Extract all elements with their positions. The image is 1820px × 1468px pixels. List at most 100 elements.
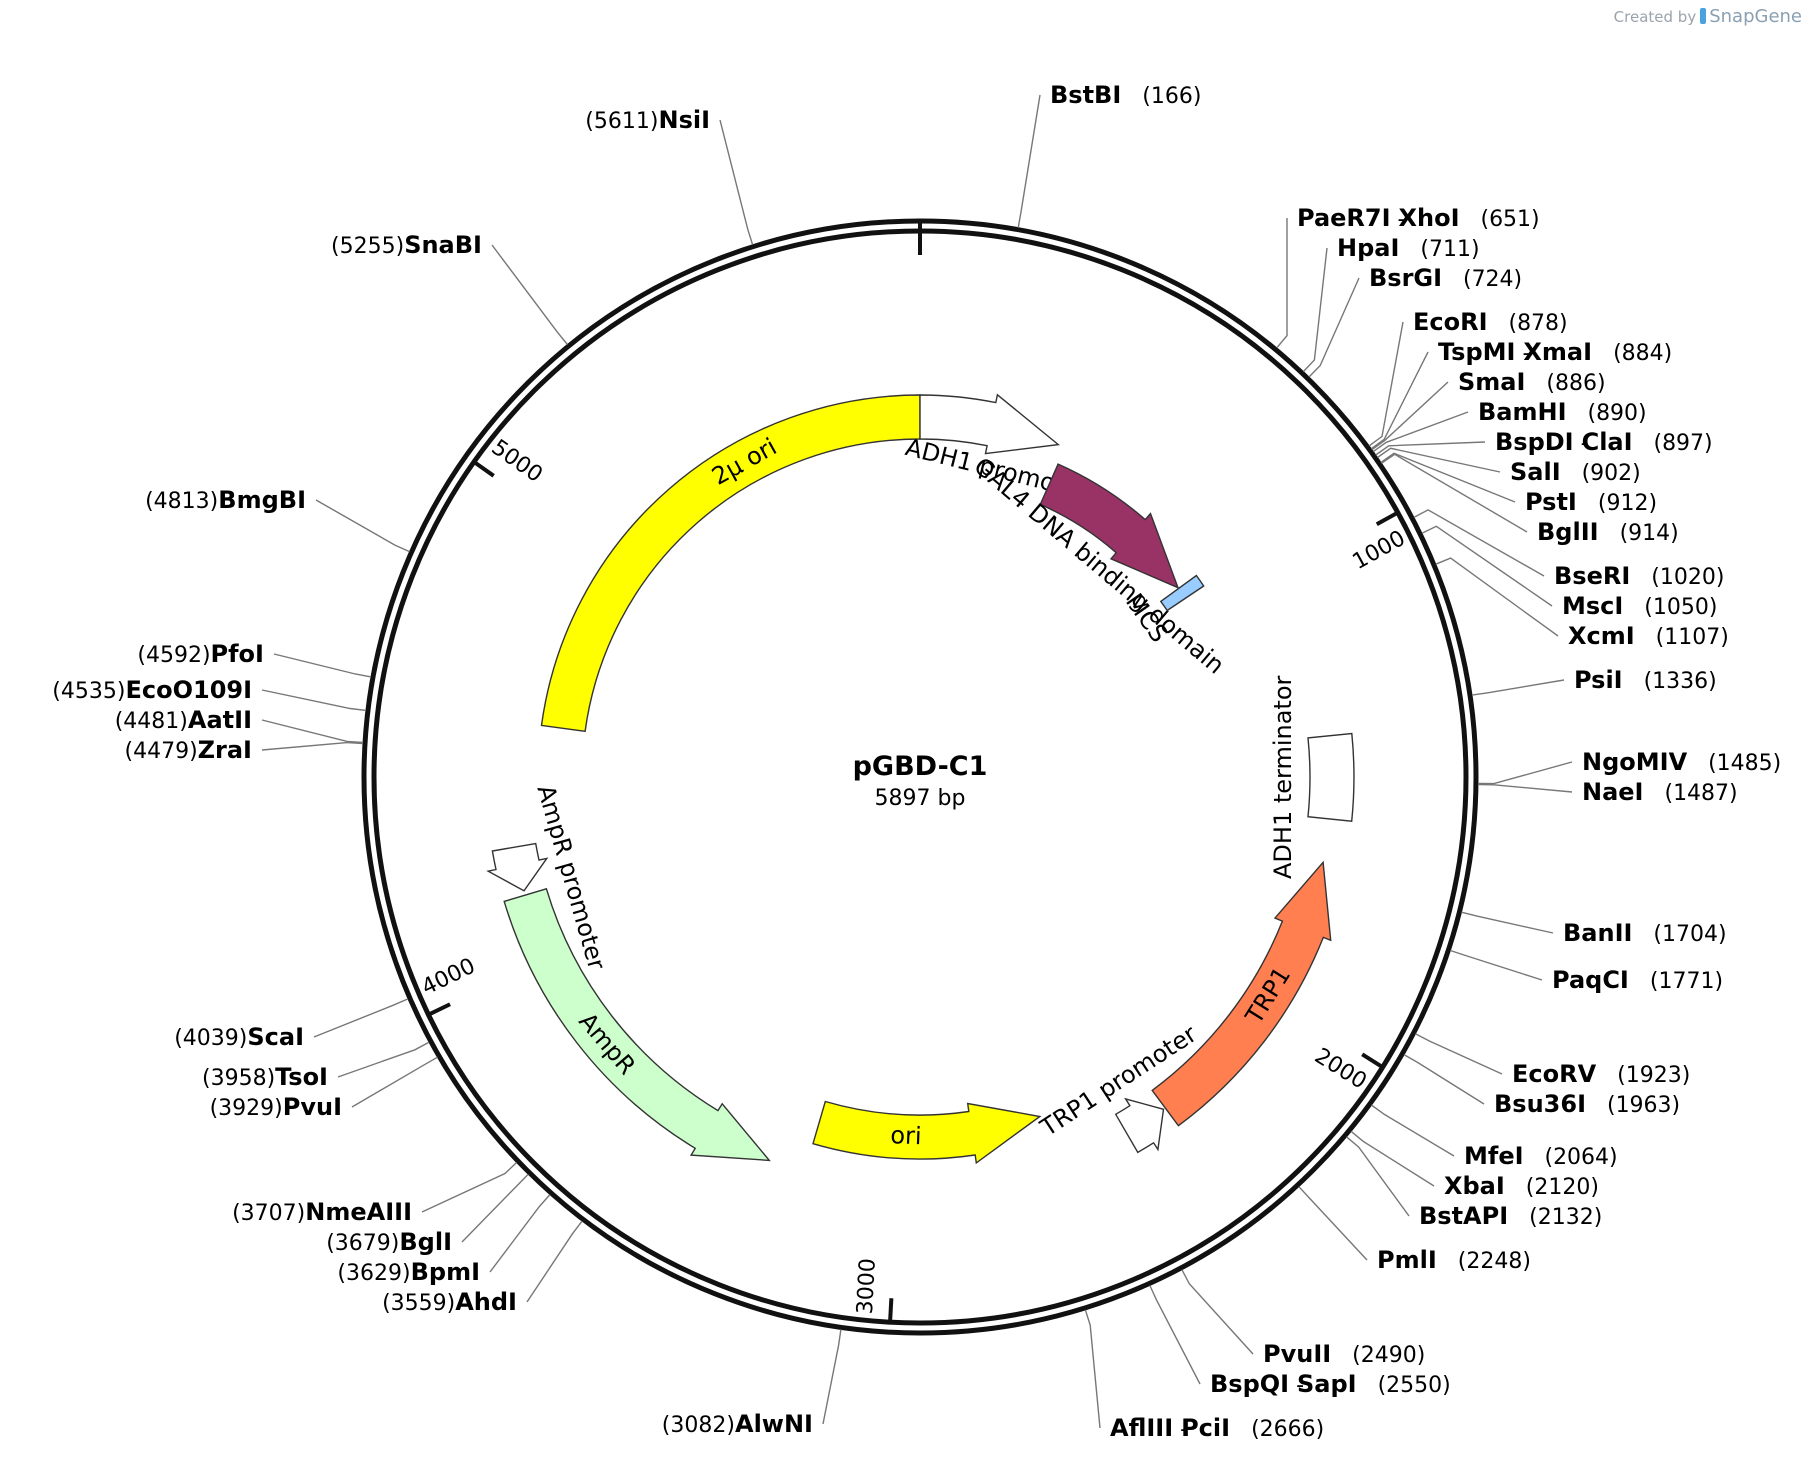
site-pmli[interactable]: PmlI (2248) [1298,1186,1531,1274]
site-ecori[interactable]: EcoRI (878) [1368,308,1568,447]
site-leader-line [1421,525,1553,607]
site-enzyme-name: HpaI [1337,234,1399,262]
site-bsrgi[interactable]: BsrGI (724) [1308,264,1522,378]
site-enzyme-name-2: XhoI [1399,204,1460,232]
site-zrai[interactable]: (4479) ZraI [125,736,364,764]
site-psii[interactable]: PsiI (1336) [1471,666,1717,696]
site-enzyme-name: BpmI [411,1258,480,1286]
site-leader-line [489,1194,551,1273]
site-position: (4481) [115,709,209,734]
site-bstapi[interactable]: BstAPI (2132) [1346,1136,1603,1230]
site-enzyme-name: EcoO109I [126,676,253,704]
site-enzyme-name: EcoRI [1413,308,1488,336]
site-position: (4535) [52,679,146,704]
site-leader-line [1477,783,1573,793]
site-separator: - [1173,1417,1195,1442]
site-position: (2248) [1437,1249,1531,1274]
site-leader-line [273,653,372,678]
site-position: (3929) [210,1096,304,1121]
site-afliii[interactable]: AflIII - PciI (2666) [1084,1309,1324,1442]
feature-ori[interactable]: ori [812,1100,1042,1165]
site-ecorv[interactable]: EcoRV (1923) [1415,1033,1690,1088]
site-position: (5611) [585,109,679,134]
site-enzyme-name: BspQI [1210,1370,1289,1398]
site-leader-line [1471,679,1565,696]
site-enzyme-name: BanII [1563,919,1632,947]
site-bspdi[interactable]: BspDI - ClaI (897) [1375,428,1713,456]
site-position: (711) [1399,237,1479,262]
site-enzyme-name-2: PciI [1181,1414,1230,1442]
site-ecoo109i[interactable]: (4535) EcoO109I [52,676,367,712]
site-bspqi[interactable]: BspQI - SapI (2550) [1149,1285,1451,1399]
site-position: (4039) [174,1026,268,1051]
site-position: (2132) [1508,1205,1602,1230]
site-pvui[interactable]: (3929) PvuI [210,1056,438,1121]
site-paer7i[interactable]: PaeR7I - XhoI (651) [1276,204,1540,349]
site-bstbi[interactable]: BstBI (166) [1017,81,1201,228]
site-xbai[interactable]: XbaI (2120) [1350,1130,1599,1200]
site-nmeaiii[interactable]: (3707) NmeAIII [232,1161,518,1227]
site-aatii[interactable]: (4481) AatII [115,706,364,744]
site-naei[interactable]: NaeI (1487) [1477,778,1738,806]
site-enzyme-name: XbaI [1444,1172,1505,1200]
site-leader-line [351,1056,438,1108]
site-sali[interactable]: SalI (902) [1377,447,1641,486]
site-enzyme-name-2: XmaI [1523,338,1592,366]
site-position: (1923) [1596,1063,1690,1088]
site-enzyme-name: MfeI [1464,1142,1524,1170]
site-enzyme-name: AatII [188,706,252,734]
site-bglii[interactable]: BglII (914) [1381,453,1679,546]
feature-trp1[interactable]: TRP1 [1151,860,1332,1127]
site-nsii[interactable]: (5611) NsiI [585,106,754,245]
site-bpmi[interactable]: (3629) BpmI [337,1194,551,1286]
site-pvuii[interactable]: PvuII (2490) [1181,1269,1425,1368]
site-alwni[interactable]: (3082) AlwNI [662,1329,842,1438]
site-bmgbi[interactable]: (4813) BmgBI [145,486,410,553]
site-enzyme-name: AflIII [1110,1414,1173,1442]
site-tsoi[interactable]: (3958) TsoI [202,1041,430,1091]
site-ahdi[interactable]: (3559) AhdI [382,1220,583,1316]
site-msci[interactable]: MscI (1050) [1421,525,1717,620]
site-position: (166) [1121,84,1201,109]
site-leader-line [261,689,367,712]
feature-adh1-terminator[interactable]: ADH1 terminator [1269,675,1355,879]
site-bgli[interactable]: (3679) BglI [326,1173,529,1256]
site-smai[interactable]: SmaI (886) [1371,368,1606,451]
site-position: (2666) [1230,1417,1324,1442]
site-position: (1487) [1644,781,1738,806]
site-bamhi[interactable]: BamHI (890) [1372,398,1647,453]
site-enzyme-name: NsiI [659,106,711,134]
site-bsu36i[interactable]: Bsu36I (1963) [1403,1053,1680,1118]
site-enzyme-name: AhdI [455,1288,517,1316]
site-position: (4479) [125,739,219,764]
site-bseri[interactable]: BseRI (1020) [1413,509,1725,590]
feature-shape [503,887,771,1162]
site-position: (1336) [1623,669,1717,694]
site-position: (1485) [1687,751,1781,776]
site-paqci[interactable]: PaqCI (1771) [1450,949,1723,995]
site-leader-line [261,741,364,751]
site-banii[interactable]: BanII (1704) [1461,911,1727,947]
site-enzyme-name: PsiI [1574,666,1623,694]
site-ngomiv[interactable]: NgoMIV (1485) [1477,748,1781,785]
site-mfei[interactable]: MfeI (2064) [1370,1104,1618,1170]
site-leader-line [313,998,409,1038]
site-hpai[interactable]: HpaI (711) [1302,234,1480,373]
site-enzyme-name: EcoRV [1512,1060,1597,1088]
site-enzyme-name: TspMI [1438,338,1515,366]
site-position: (5255) [331,234,425,259]
site-position: (2120) [1505,1175,1599,1200]
tick-label: 2000 [1310,1044,1371,1095]
site-psti[interactable]: PstI (912) [1380,452,1657,516]
site-tspmi[interactable]: TspMI - XmaI (884) [1370,338,1672,450]
feature-2-ori[interactable]: 2µ ori [540,394,921,733]
site-scai[interactable]: (4039) ScaI [174,998,409,1051]
feature-ampr[interactable]: AmpR [503,887,771,1162]
site-position: (902) [1561,461,1641,486]
site-leader-line [1370,1104,1455,1157]
site-xcmi[interactable]: XcmI (1107) [1435,557,1729,650]
feature-gal4-dna-binding-domain[interactable]: GAL4 DNA binding domain [969,452,1230,680]
site-snabi[interactable]: (5255) SnaBI [331,231,568,345]
plasmid-name: pGBD-C1 [853,751,988,782]
site-pfoi[interactable]: (4592) PfoI [137,640,372,678]
